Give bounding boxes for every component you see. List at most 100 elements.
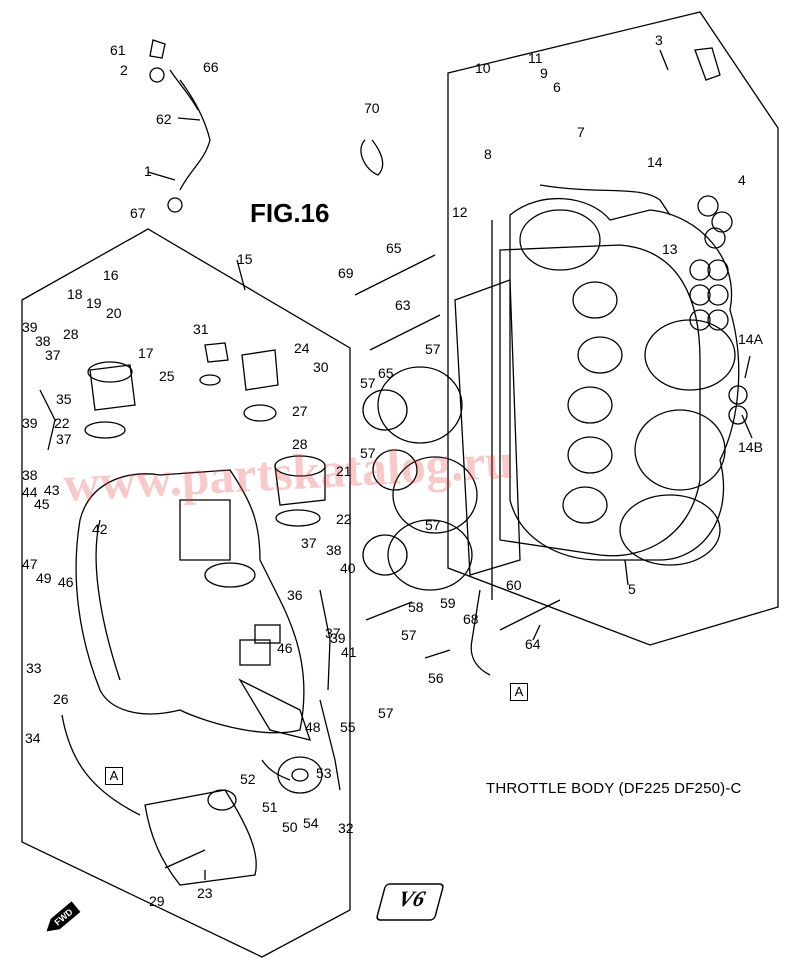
callout-label: 33 <box>26 660 42 676</box>
callout-label: 39 <box>330 630 346 646</box>
callout-label: 46 <box>277 640 293 656</box>
callout-label: 14 <box>647 154 663 170</box>
callout-label: 13 <box>662 241 678 257</box>
callout-label: 43 <box>44 482 60 498</box>
intake-manifold-plate <box>509 198 740 561</box>
callout-label: 69 <box>338 265 354 281</box>
callout-label: 46 <box>58 574 74 590</box>
callout-label: 25 <box>159 368 175 384</box>
callout-label: 15 <box>237 251 253 267</box>
callout-label: 34 <box>25 730 41 746</box>
callout-label: 17 <box>138 345 154 361</box>
callout-label: 38 <box>326 542 342 558</box>
callout-label: 4 <box>738 172 746 188</box>
callout-label: 30 <box>313 359 329 375</box>
callout-label: 54 <box>303 815 319 831</box>
callout-label: 67 <box>130 205 146 221</box>
callout-label: 16 <box>103 267 119 283</box>
callout-label: 23 <box>197 885 213 901</box>
callout-label: 22 <box>336 511 352 527</box>
emblem-shape <box>376 883 444 921</box>
callout-label: 3 <box>655 32 663 48</box>
callout-label: 37 <box>325 625 341 641</box>
callout-label: 49 <box>36 570 52 586</box>
callout-label: 41 <box>341 644 357 660</box>
callout-label: 40 <box>340 560 356 576</box>
callout-label: 24 <box>294 340 310 356</box>
callout-label: 65 <box>378 365 394 381</box>
callout-label: 37 <box>56 431 72 447</box>
callout-label: 28 <box>63 326 79 342</box>
callout-label: 11 <box>528 50 543 66</box>
callout-label: 38 <box>35 333 51 349</box>
reference-box-a: A <box>510 683 528 701</box>
callout-label: 57 <box>360 375 376 391</box>
callout-label: 57 <box>401 627 417 643</box>
callout-label: 45 <box>34 496 50 512</box>
callout-label: 28 <box>292 436 308 452</box>
callout-label: 47 <box>22 556 38 572</box>
callout-label: 38 <box>22 467 38 483</box>
callout-label: 59 <box>440 595 456 611</box>
callout-label: 32 <box>338 820 354 836</box>
callout-label: 65 <box>386 240 402 256</box>
callout-label: 42 <box>92 521 108 537</box>
callout-label: 63 <box>395 297 411 313</box>
callout-label: 66 <box>203 59 219 75</box>
callout-label: 53 <box>316 765 332 781</box>
callout-label: 64 <box>525 636 541 652</box>
callout-label: 57 <box>425 341 441 357</box>
v6-emblem: V6 <box>375 883 445 921</box>
callout-label: 62 <box>156 111 172 127</box>
callout-label: 1 <box>144 163 152 179</box>
callout-label: 29 <box>149 893 165 909</box>
callout-label: 61 <box>110 42 126 58</box>
callout-label: 14B <box>738 439 763 455</box>
callout-label: 60 <box>506 577 522 593</box>
silencer-case <box>75 469 305 734</box>
callout-label: 57 <box>378 705 394 721</box>
gasket <box>499 244 701 557</box>
breather-hose <box>179 79 211 191</box>
callout-label: 12 <box>452 204 468 220</box>
frame-intake-manifold <box>447 11 779 646</box>
callout-label: 57 <box>425 517 441 533</box>
callout-label: 8 <box>484 146 492 162</box>
callout-label: 7 <box>577 124 585 140</box>
figure-caption: THROTTLE BODY (DF225 DF250)-C <box>486 780 742 797</box>
callout-label: 36 <box>287 587 303 603</box>
callout-label: 52 <box>240 771 256 787</box>
callout-label: 48 <box>305 719 321 735</box>
callout-label: 57 <box>360 445 376 461</box>
callout-label: 27 <box>292 403 308 419</box>
callout-label: 26 <box>53 691 69 707</box>
figure-title: FIG.16 <box>250 198 330 228</box>
callout-label: 20 <box>106 305 122 321</box>
callout-label: 68 <box>463 611 479 627</box>
callout-label: 10 <box>475 60 491 76</box>
callout-label: 6 <box>553 79 561 95</box>
callout-label: 56 <box>428 670 444 686</box>
callout-label: 39 <box>22 319 38 335</box>
callout-label: 44 <box>22 484 38 500</box>
callout-label: 37 <box>301 535 317 551</box>
frame-silencer-case <box>21 228 351 958</box>
callout-label: 19 <box>86 295 102 311</box>
callout-label: 55 <box>340 719 356 735</box>
callout-label: 58 <box>408 599 424 615</box>
callout-label: 39 <box>22 415 38 431</box>
callout-label: 22 <box>54 415 70 431</box>
callout-label: 14A <box>738 331 763 347</box>
callout-label: 9 <box>540 65 548 81</box>
resonator <box>144 789 257 886</box>
callout-label: 21 <box>336 463 352 479</box>
callout-label: 35 <box>56 391 72 407</box>
callout-label: 18 <box>67 286 83 302</box>
callout-label: 2 <box>120 62 128 78</box>
callout-label: 37 <box>45 347 61 363</box>
callout-label: 70 <box>364 100 380 116</box>
reference-box-a: A <box>105 767 123 785</box>
callout-label: 50 <box>282 819 298 835</box>
callout-label: 5 <box>628 581 636 597</box>
